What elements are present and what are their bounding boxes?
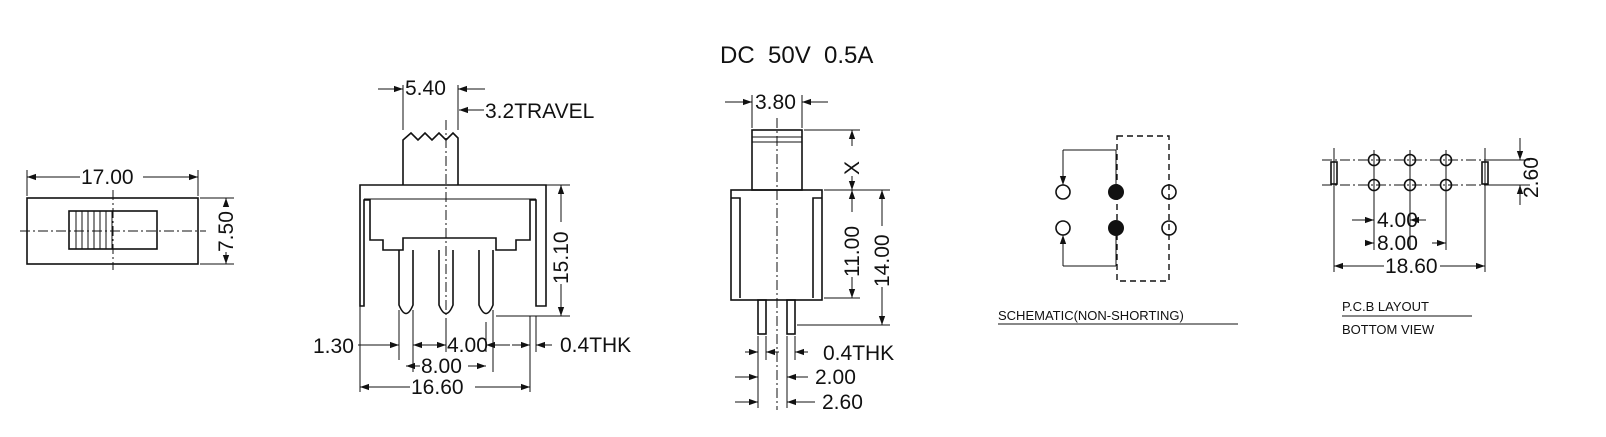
- side-pin-right: [786, 299, 796, 335]
- schematic-contact-right-bottom: [1161, 220, 1177, 236]
- top-view: 17.00 7.50: [20, 166, 238, 270]
- schematic-contact-center-bottom: [1108, 220, 1124, 236]
- front-outer-pin-label: 8.00: [421, 355, 462, 378]
- front-body-width-label: 16.60: [411, 376, 464, 399]
- schematic-contact-center-top: [1108, 184, 1124, 200]
- pcb-pitch-label: 4.00: [1377, 209, 1418, 232]
- front-pin-pitch-label: 4.00: [447, 334, 488, 357]
- front-pin-left: [398, 250, 414, 315]
- front-thickness-label: 0.4THK: [560, 334, 631, 357]
- side-actuator-width-label: 3.80: [755, 91, 796, 114]
- schematic-slider: [1116, 135, 1170, 282]
- pcb-outer-label: 8.00: [1377, 232, 1418, 255]
- side-x-label: X: [841, 161, 864, 175]
- top-width-label: 17.00: [81, 166, 134, 189]
- pcb-height-label: 2.60: [1520, 157, 1543, 198]
- schematic-caption: SCHEMATIC(NON-SHORTING): [998, 308, 1184, 323]
- pcb-caption-line1: P.C.B LAYOUT: [1342, 299, 1429, 314]
- front-travel-label: 3.2TRAVEL: [485, 100, 594, 123]
- pcb-caption-line2: BOTTOM VIEW: [1342, 322, 1435, 337]
- front-pin-offset-label: 1.30: [313, 335, 354, 358]
- front-actuator: [402, 131, 459, 185]
- side-right-clip: [812, 197, 822, 298]
- side-left-clip: [731, 197, 741, 298]
- rating-title: DC 50V 0.5A: [720, 42, 873, 69]
- side-pin-a-label: 2.00: [815, 366, 856, 389]
- schematic: SCHEMATIC(NON-SHORTING): [998, 135, 1238, 325]
- schematic-contact-left-top: [1055, 184, 1071, 200]
- top-view-slider-ribs: [75, 211, 113, 249]
- front-height-label: 15.10: [550, 231, 573, 284]
- side-pin-b-label: 2.60: [822, 391, 863, 414]
- side-view: 3.80 X 11.00 14.00 0.4THK 2.00 2.60: [725, 91, 894, 414]
- pcb-overall-label: 18.60: [1385, 255, 1438, 278]
- top-height-label: 7.50: [215, 211, 238, 252]
- side-body-height-label: 11.00: [841, 226, 864, 277]
- schematic-contact-right-top: [1161, 184, 1177, 200]
- side-thickness-label: 0.4THK: [823, 342, 894, 365]
- pcb-layout: 2.60 4.00 8.00 18.60 P.C.B LAYOUT BOTTOM…: [1322, 138, 1543, 337]
- side-overall-label: 14.00: [871, 234, 894, 287]
- side-pin-left: [757, 299, 767, 335]
- front-actuator-width-label: 5.40: [405, 77, 446, 100]
- schematic-contact-left-bottom: [1055, 220, 1071, 236]
- front-body: [359, 184, 547, 307]
- front-pin-right: [478, 250, 494, 315]
- front-view: 5.40 3.2TRAVEL 15.10 1.30 4.00 0.4THK 8.…: [313, 77, 631, 399]
